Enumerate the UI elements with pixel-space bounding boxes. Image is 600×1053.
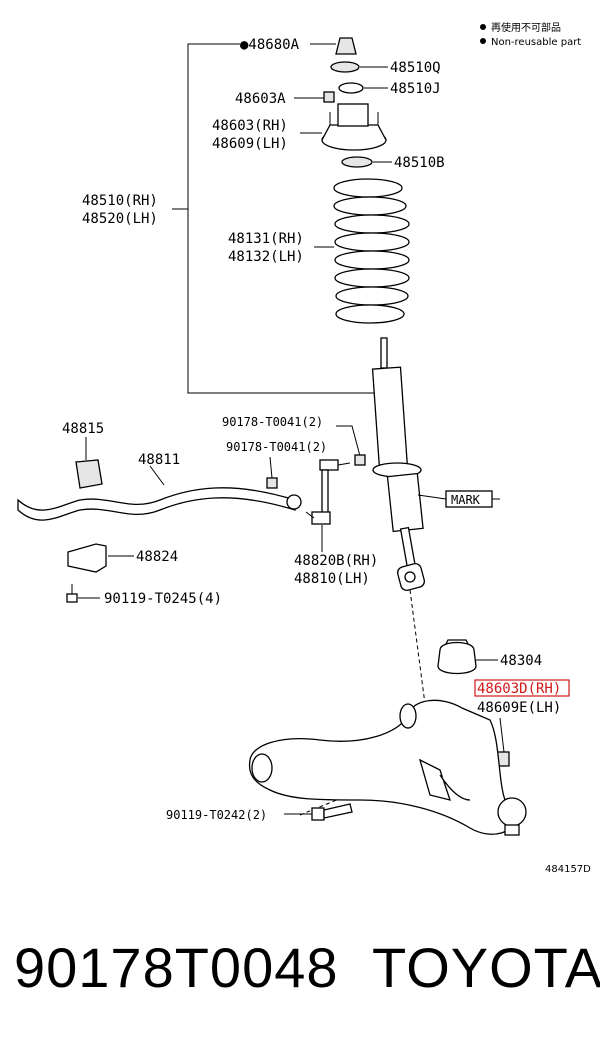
part-90178-nut-b[interactable] — [266, 477, 278, 489]
part-48811-stabilizer-bar[interactable] — [17, 487, 302, 521]
label-48510b[interactable]: 48510B — [394, 155, 445, 171]
label-48609lh[interactable]: 48609(LH) — [212, 136, 288, 152]
label-48132lh[interactable]: 48132(LH) — [228, 249, 304, 265]
leader-90178a — [336, 425, 361, 457]
part-lower-control-arm[interactable] — [248, 699, 527, 836]
label-48510q[interactable]: 48510Q — [390, 60, 441, 76]
part-48680a-cap[interactable] — [335, 37, 357, 55]
part-48820b-stabilizer-link[interactable] — [305, 459, 351, 525]
part-48815-bushing[interactable] — [75, 459, 103, 489]
legend-dot-1 — [480, 24, 486, 30]
label-48810[interactable]: 48810(LH) — [294, 571, 370, 587]
label-48510j[interactable]: 48510J — [390, 81, 441, 97]
footer: 90178T0048 TOYOTA — [0, 935, 600, 1015]
label-90119b[interactable]: 90119-T0242(2) — [166, 808, 267, 822]
label-48520lh[interactable]: 48520(LH) — [82, 211, 158, 227]
part-90119-t0242-bolt[interactable] — [311, 803, 353, 821]
suspension-parts-diagram: 再使用不可部品 Non-reusable part ●48680A 48510Q… — [17, 21, 591, 875]
label-48510rh[interactable]: 48510(RH) — [82, 193, 158, 209]
highlight-box-48603d — [474, 679, 570, 697]
part-48824-bracket[interactable] — [67, 543, 107, 573]
label-48811[interactable]: 48811 — [138, 452, 180, 468]
label-48304[interactable]: 48304 — [500, 653, 542, 669]
part-90178-nut-a[interactable] — [354, 454, 366, 466]
label-48603d[interactable]: 48603D(RH) — [477, 681, 561, 697]
strut-assembly-bracket — [187, 43, 378, 394]
part-48131-coil-spring[interactable] — [333, 178, 410, 324]
label-48609e[interactable]: 48609E(LH) — [477, 700, 561, 716]
brand-name: TOYOTA — [372, 936, 600, 999]
label-48815[interactable]: 48815 — [62, 421, 104, 437]
label-48603rh[interactable]: 48603(RH) — [212, 118, 288, 134]
leader-48603d — [499, 717, 505, 753]
label-90178a[interactable]: 90178-T0041(2) — [222, 415, 323, 429]
part-90119-t0245-bolt[interactable] — [66, 584, 78, 603]
part-48603a-nut[interactable] — [323, 91, 335, 103]
part-48510q-washer[interactable] — [330, 61, 360, 73]
part-48510b-seat[interactable] — [341, 156, 373, 168]
leader-mark — [417, 494, 447, 500]
centerline-strut — [409, 589, 436, 781]
leader-48811 — [149, 465, 165, 486]
part-48510j-bushing[interactable] — [338, 82, 364, 94]
label-90178b[interactable]: 90178-T0041(2) — [226, 440, 327, 454]
part-48603-support[interactable] — [321, 103, 387, 151]
label-48824[interactable]: 48824 — [136, 549, 178, 565]
label-48820b[interactable]: 48820B(RH) — [294, 553, 378, 569]
legend-line-1: 再使用不可部品 — [491, 21, 561, 34]
part-number: 90178T0048 — [14, 936, 339, 999]
label-48131rh[interactable]: 48131(RH) — [228, 231, 304, 247]
label-90119a[interactable]: 90119-T0245(4) — [104, 591, 222, 607]
label-48603a[interactable]: 48603A — [235, 91, 286, 107]
part-48304-bumper[interactable] — [437, 639, 477, 675]
leader-90178b — [269, 456, 273, 479]
legend-dot-2 — [480, 38, 486, 44]
legend-line-2: Non-reusable part — [491, 37, 581, 48]
part-shock-absorber[interactable] — [371, 337, 426, 592]
label-48680a[interactable]: ●48680A — [240, 37, 300, 53]
label-mark[interactable]: MARK — [451, 493, 481, 507]
diagram-code: 484157D — [545, 864, 591, 875]
